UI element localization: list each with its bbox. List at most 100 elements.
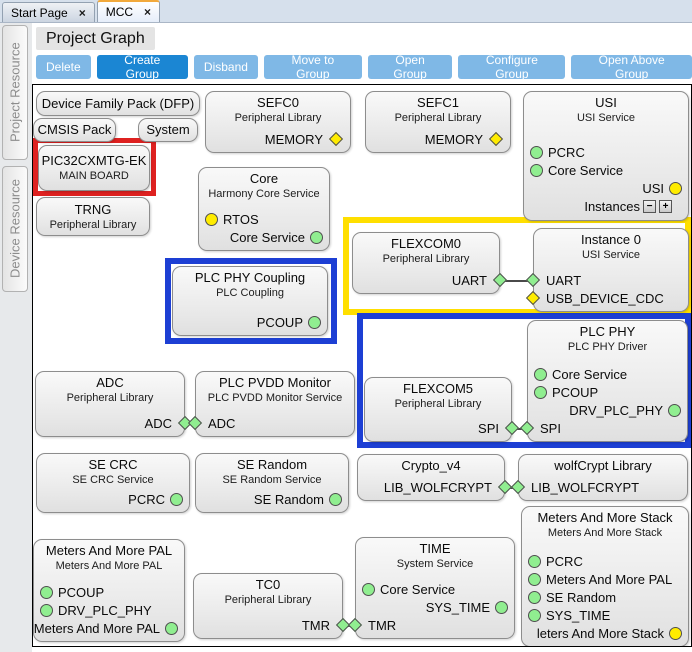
port-row-usb-device-cdc: USB_DEVICE_CDC	[525, 289, 688, 307]
lib-wolfcrypt-port-icon[interactable]	[510, 479, 526, 495]
instance-remove-button[interactable]: −	[643, 200, 656, 213]
port-row-adc: ADC	[187, 414, 354, 432]
port-label: Core Service	[380, 581, 456, 597]
create-group-button[interactable]: Create Group	[96, 53, 188, 81]
port-label: USI	[642, 180, 664, 196]
block-title: FLEXCOM5	[402, 381, 474, 396]
core-service-port-icon[interactable]	[534, 367, 547, 381]
port-row-meters-and-more-pal: Meters And More PAL	[522, 570, 688, 588]
tab-mcc[interactable]: MCC×	[96, 0, 161, 22]
sys-time-port-icon[interactable]	[495, 600, 508, 614]
port-row-leters-and-more-stack: leters And More Stack	[522, 624, 688, 642]
port-label: DRV_PLC_PHY	[569, 402, 663, 418]
port-label: Meters And More PAL	[546, 571, 673, 587]
memory-port-icon[interactable]	[488, 131, 504, 147]
core-service-port-icon[interactable]	[362, 582, 375, 596]
block-subtitle: USI Service	[581, 249, 641, 261]
tmr-port-icon[interactable]	[347, 617, 363, 633]
block-subtitle: USI Service	[576, 112, 636, 124]
sidebar-tab-project-resource[interactable]: Project Resource	[2, 25, 28, 160]
leters-and-more-stack-port-icon[interactable]	[669, 626, 682, 640]
memory-port-icon[interactable]	[328, 131, 344, 147]
block-dfp[interactable]: Device Family Pack (DFP)	[36, 91, 200, 116]
pcoup-port-icon[interactable]	[534, 385, 547, 399]
block-title: SEFC0	[257, 95, 299, 110]
adc-port-icon[interactable]	[187, 415, 203, 431]
open-group-button[interactable]: Open Group	[367, 53, 453, 81]
rtos-port-icon[interactable]	[205, 212, 218, 226]
pcoup-port-icon[interactable]	[308, 315, 321, 329]
block-title: PLC PVDD Monitor	[219, 375, 331, 390]
block-title: wolfCrypt Library	[554, 458, 652, 473]
meters-and-more-pal-port-icon[interactable]	[165, 621, 178, 635]
port-row-memory: MEMORY	[206, 130, 350, 148]
drv-plc-phy-port-icon[interactable]	[668, 403, 681, 417]
tab-close-icon[interactable]: ×	[144, 5, 152, 19]
disband-button[interactable]: Disband	[193, 55, 258, 79]
block-system[interactable]: System	[138, 118, 198, 142]
port-label: SE Random	[546, 589, 617, 605]
configure-group-button[interactable]: Configure Group	[458, 53, 566, 81]
tab-start-page[interactable]: Start Page×	[2, 2, 95, 22]
port-row-adc: ADC	[36, 414, 193, 432]
pcrc-port-icon[interactable]	[528, 554, 541, 568]
block-title: SE CRC	[88, 457, 138, 472]
block-title: TC0	[255, 577, 281, 592]
core-service-port-icon[interactable]	[530, 163, 543, 177]
open-above-group-button[interactable]: Open Above Group	[571, 53, 692, 81]
port-label: PCRC	[546, 553, 583, 569]
port-row-sys-time: SYS_TIME	[356, 598, 514, 616]
port-row-uart: UART	[525, 271, 688, 289]
se-random-port-icon[interactable]	[528, 590, 541, 604]
port-label: DRV_PLC_PHY	[58, 602, 152, 618]
instance-add-button[interactable]: +	[659, 200, 672, 213]
ports: SE Random	[196, 490, 348, 508]
se-random-port-icon[interactable]	[329, 492, 342, 506]
meters-and-more-pal-port-icon[interactable]	[528, 572, 541, 586]
pcoup-port-icon[interactable]	[40, 585, 53, 599]
block-cmsis[interactable]: CMSIS Pack	[33, 118, 116, 142]
core-service-port-icon[interactable]	[310, 230, 323, 244]
pcrc-port-icon[interactable]	[170, 492, 183, 506]
port-label: LIB_WOLFCRYPT	[383, 479, 492, 495]
sidebar-tab-device-resource[interactable]: Device Resource	[2, 166, 28, 292]
block-title: Meters And More PAL	[45, 543, 173, 558]
usi-port-icon[interactable]	[669, 181, 682, 195]
block-title: FLEXCOM0	[390, 236, 462, 251]
tab-close-icon[interactable]: ×	[78, 5, 86, 20]
sys-time-port-icon[interactable]	[528, 608, 541, 622]
drv-plc-phy-port-icon[interactable]	[40, 603, 53, 617]
delete-button[interactable]: Delete	[36, 55, 91, 79]
pcrc-port-icon[interactable]	[530, 145, 543, 159]
port-label: PCRC	[548, 144, 585, 160]
move-to-group-button[interactable]: Move to Group	[263, 53, 362, 81]
ports: ADC	[36, 414, 193, 432]
project-graph-canvas[interactable]: Device Family Pack (DFP)CMSIS Pack System…	[32, 84, 692, 647]
instances-row: Instances−+	[524, 197, 688, 216]
port-row-pcoup: PCOUP	[528, 383, 687, 401]
